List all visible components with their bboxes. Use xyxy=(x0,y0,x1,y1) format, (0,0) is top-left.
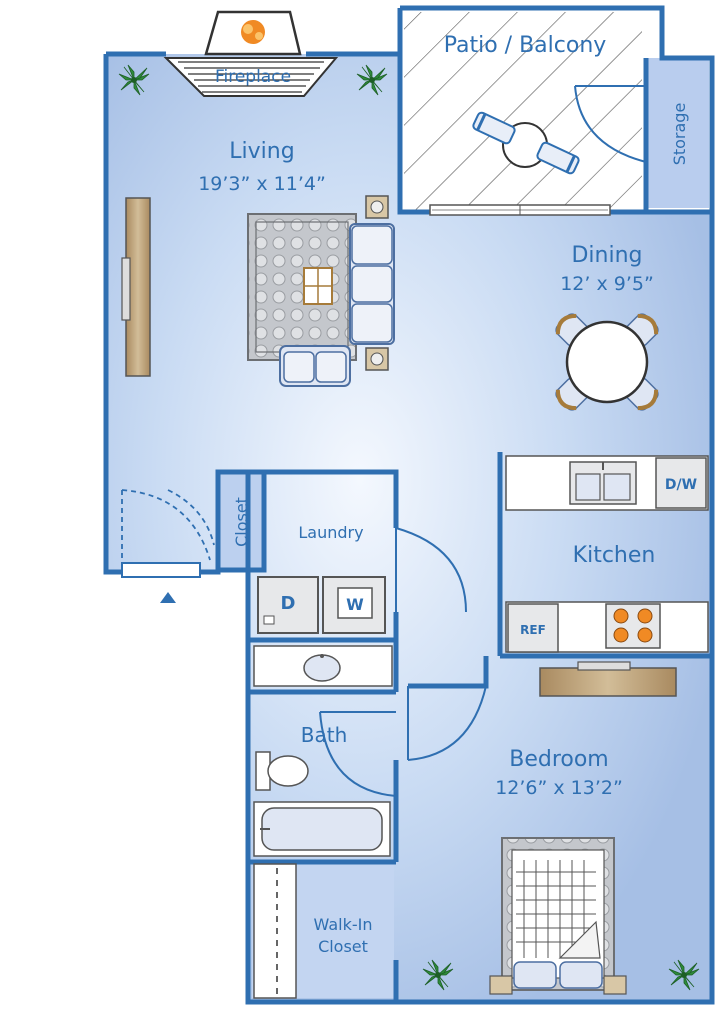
living-label: Living xyxy=(229,139,294,164)
storage-door-swing xyxy=(574,85,647,163)
rug xyxy=(247,213,357,361)
bed-icon xyxy=(489,837,627,995)
patio-label: Patio / Balcony xyxy=(444,33,607,58)
toilet-icon xyxy=(255,751,309,791)
patio-door xyxy=(429,204,611,216)
dining-dims: 12’ x 9’5” xyxy=(560,273,654,295)
storage-floor xyxy=(645,58,709,208)
entry-door-swing xyxy=(121,489,215,561)
closet-shelf xyxy=(253,863,297,999)
walkin-label-line1: Walk-In xyxy=(314,915,373,934)
bath-door-swing xyxy=(319,685,487,797)
dining-table-icon xyxy=(553,311,660,412)
laundry-door-swing xyxy=(395,527,467,613)
walls xyxy=(103,5,715,1005)
dryer: D xyxy=(257,576,319,634)
tv-console xyxy=(121,197,151,377)
bedroom-label: Bedroom xyxy=(509,747,609,772)
patio-floor xyxy=(404,12,642,210)
end-table-icon xyxy=(365,195,389,371)
closet-floor xyxy=(220,474,264,568)
dining-label: Dining xyxy=(571,243,642,268)
refrigerator: REF xyxy=(507,603,559,653)
fire-icon xyxy=(241,20,265,44)
dishwasher: D/W xyxy=(655,457,707,509)
entry-arrow-icon xyxy=(160,592,176,603)
fireplace-label: Fireplace xyxy=(215,67,291,87)
washer-label: W xyxy=(346,595,364,614)
washer: W xyxy=(322,576,386,634)
walkin-label-line2: Closet xyxy=(318,937,368,956)
laundry-label: Laundry xyxy=(298,523,363,542)
entry-threshold xyxy=(121,562,201,578)
stove-icon xyxy=(605,603,661,649)
fireplace xyxy=(163,10,339,97)
sink-icon xyxy=(253,645,393,687)
storage-label: Storage xyxy=(670,103,689,166)
patio-table-icon xyxy=(472,111,580,175)
closet-label: Closet xyxy=(232,497,251,547)
living-dims: 19’3” x 11’4” xyxy=(198,173,326,195)
dishwasher-label: D/W xyxy=(665,477,697,493)
refrigerator-label: REF xyxy=(520,623,546,637)
loveseat-icon xyxy=(279,345,351,387)
kitchen-label: Kitchen xyxy=(573,543,656,568)
bathtub-icon xyxy=(253,801,391,857)
dresser xyxy=(539,661,677,697)
bedroom-dims: 12’6” x 13’2” xyxy=(495,777,623,799)
sofa-icon xyxy=(349,223,395,345)
coffee-table xyxy=(303,267,333,305)
dryer-label: D xyxy=(281,593,296,614)
